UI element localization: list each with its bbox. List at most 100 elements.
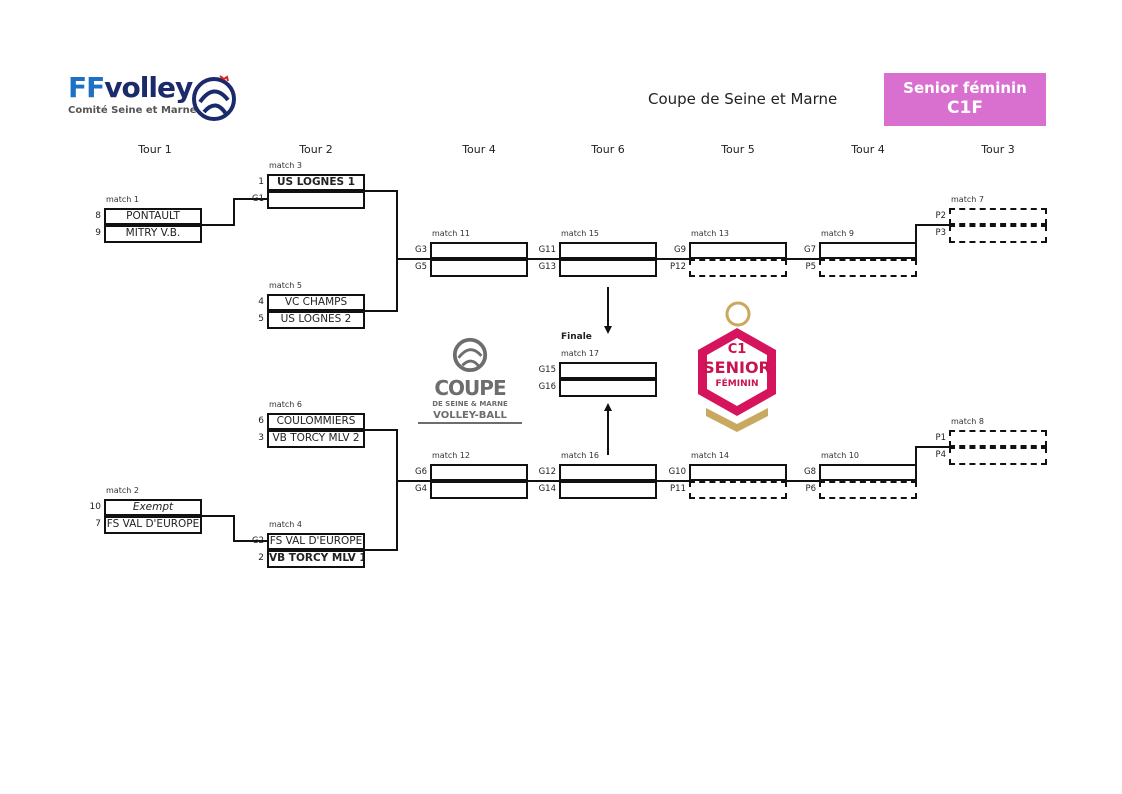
team-slot <box>819 464 917 481</box>
team-slot <box>949 208 1047 225</box>
logo-subtitle: Comité Seine et Marne <box>68 105 197 116</box>
coupe-ball-icon <box>452 337 488 373</box>
match-label: match 8 <box>951 417 984 426</box>
seed-label: G9 <box>674 245 686 255</box>
team-slot <box>819 259 917 277</box>
seed-label: G11 <box>538 245 556 255</box>
team-slot: VB TORCY MLV 2 <box>267 430 365 448</box>
seed-label: G14 <box>538 484 556 494</box>
rooster-ball-icon <box>192 75 236 121</box>
team-slot <box>430 464 528 481</box>
arrow-up-icon <box>604 403 612 411</box>
seed-label: G13 <box>538 262 556 272</box>
competition-title: Coupe de Seine et Marne <box>648 90 838 108</box>
seed-label: P1 <box>935 433 946 443</box>
tour-label: Tour 2 <box>299 143 333 156</box>
match-label: match 17 <box>561 349 600 358</box>
team-slot <box>949 447 1047 465</box>
team-slot <box>689 242 787 259</box>
match-label: match 16 <box>561 451 600 460</box>
team-slot <box>689 259 787 277</box>
tour-label: Tour 4 <box>462 143 496 156</box>
category-code: C1F <box>947 98 983 118</box>
seed-label: P12 <box>670 262 686 272</box>
seed-label: P2 <box>935 211 946 221</box>
match-label: match 12 <box>432 451 471 460</box>
seed-label: G2 <box>252 536 264 546</box>
seed-label: G6 <box>415 467 427 477</box>
senior-feminin-badge: C1 SENIOR FÉMININ <box>696 298 778 434</box>
seed-label: P3 <box>935 228 946 238</box>
team-slot <box>559 362 657 379</box>
tour-label: Tour 3 <box>981 143 1015 156</box>
match-label: match 13 <box>691 229 730 238</box>
seed-label: G7 <box>804 245 816 255</box>
seed-label: G5 <box>415 262 427 272</box>
match-label: match 10 <box>821 451 860 460</box>
team-slot <box>819 481 917 499</box>
team-slot: Exempt <box>104 499 202 516</box>
category-badge: Senior féminin C1F <box>884 73 1046 126</box>
seed-label: G10 <box>668 467 686 477</box>
match-label: match 15 <box>561 229 600 238</box>
team-slot <box>949 430 1047 447</box>
match-label: match 3 <box>269 161 302 170</box>
team-slot <box>430 259 528 277</box>
seed-label: P4 <box>935 450 946 460</box>
seed-label: G3 <box>415 245 427 255</box>
team-slot <box>559 259 657 277</box>
seed-label: 6 <box>258 416 264 426</box>
match-label: match 11 <box>432 229 471 238</box>
seed-label: P6 <box>805 484 816 494</box>
team-slot: COULOMMIERS <box>267 413 365 430</box>
match-label: match 14 <box>691 451 730 460</box>
seed-label: 4 <box>258 297 264 307</box>
match-label: match 7 <box>951 195 984 204</box>
team-slot <box>430 242 528 259</box>
seed-label: 8 <box>95 211 101 221</box>
tour-label: Tour 4 <box>851 143 885 156</box>
team-slot: FS VAL D'EUROPE <box>104 516 202 534</box>
seed-label: G1 <box>252 194 264 204</box>
team-slot <box>689 481 787 499</box>
team-slot <box>949 225 1047 243</box>
team-slot: VC CHAMPS <box>267 294 365 311</box>
seed-label: G12 <box>538 467 556 477</box>
seed-label: G8 <box>804 467 816 477</box>
match-label: match 1 <box>106 195 139 204</box>
team-slot: US LOGNES 1 <box>267 174 365 191</box>
seed-label: 7 <box>95 519 101 529</box>
seed-label: 1 <box>258 177 264 187</box>
ffvolley-logo: FFvolley Comité Seine et Marne <box>68 72 196 117</box>
seed-label: 10 <box>89 502 101 512</box>
seed-label: P5 <box>805 262 816 272</box>
team-slot <box>267 191 365 209</box>
team-slot: US LOGNES 2 <box>267 311 365 329</box>
seed-label: G4 <box>415 484 427 494</box>
match-label: match 5 <box>269 281 302 290</box>
team-slot <box>559 481 657 499</box>
seed-label: 5 <box>258 314 264 324</box>
seed-label: 3 <box>258 433 264 443</box>
tour-label: Tour 6 <box>591 143 625 156</box>
seed-label: G15 <box>538 365 556 375</box>
match-label: match 9 <box>821 229 854 238</box>
arrow-down-icon <box>604 326 612 334</box>
team-slot: FS VAL D'EUROPE <box>267 533 365 550</box>
match-label: match 6 <box>269 400 302 409</box>
seed-label: P11 <box>670 484 686 494</box>
tour-label: Tour 1 <box>138 143 172 156</box>
team-slot <box>559 379 657 397</box>
team-slot: PONTAULT <box>104 208 202 225</box>
team-slot <box>819 242 917 259</box>
tour-label: Tour 5 <box>721 143 755 156</box>
seed-label: 2 <box>258 553 264 563</box>
seed-label: G16 <box>538 382 556 392</box>
finale-label: Finale <box>561 332 592 342</box>
match-label: match 4 <box>269 520 302 529</box>
seed-label: 9 <box>95 228 101 238</box>
team-slot <box>430 481 528 499</box>
team-slot: VB TORCY MLV 1 <box>267 550 365 568</box>
